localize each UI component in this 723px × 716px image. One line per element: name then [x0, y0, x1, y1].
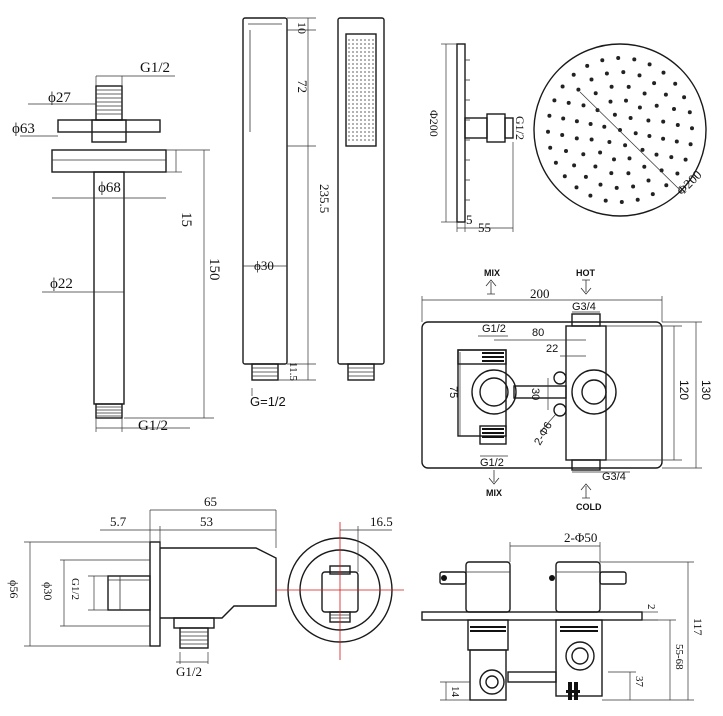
- valve-width: 200: [530, 286, 550, 301]
- valve-height-130: 130: [699, 380, 713, 400]
- ceiling-arm-plate-diameter: ϕ63: [12, 121, 35, 137]
- valve-side-handle-diameter: 2-Φ50: [564, 530, 597, 545]
- hand-shower-drawing: 10 72 235.5 ϕ30 11.5 G=1/2: [242, 17, 385, 409]
- hot-arrow-icon: [580, 279, 592, 295]
- wall-outlet-bottom-thread: G1/2: [176, 664, 202, 679]
- hand-shower-diameter: ϕ30: [254, 258, 274, 273]
- wall-outlet-side-thread: G1/2: [69, 578, 81, 600]
- valve-side-range: 55-68: [673, 644, 685, 670]
- wall-outlet-drawing: 65 5.7 53 ϕ56 ϕ30 G1/2 G1/2: [7, 494, 277, 679]
- valve-front-drawing: MIX HOT 200: [421, 268, 713, 512]
- shower-head-side-diameter: Φ200: [427, 110, 441, 137]
- valve-inlet-bottom: G1/2: [480, 457, 504, 469]
- mix-bottom-arrow-icon: [488, 470, 500, 485]
- valve-height-120: 120: [677, 380, 691, 400]
- wall-outlet-total-depth: 65: [204, 494, 217, 509]
- shower-head-thread: G1/2: [513, 116, 527, 140]
- hand-shower-thread: G=1/2: [250, 394, 286, 409]
- ceiling-arm-flange-length: 15: [178, 212, 194, 227]
- valve-side-drawing: 2-Φ50 2 117 55-68 37 14: [421, 530, 705, 701]
- valve-side-base: 14: [449, 686, 461, 698]
- valve-height-75: 75: [447, 386, 459, 398]
- valve-screw: 2-Φ6: [532, 420, 555, 447]
- wall-outlet-body-length: 53: [200, 514, 213, 529]
- valve-outlet-top: G3/4: [572, 301, 596, 313]
- valve-spacing-22: 22: [546, 343, 558, 355]
- ceiling-arm-total-length: 150: [206, 258, 222, 281]
- valve-outlet-bottom: G3/4: [602, 471, 626, 483]
- hand-shower-top-gap: 10: [295, 22, 309, 34]
- mix-top-arrow-icon: [485, 279, 497, 295]
- wall-outlet-plate-diameter: ϕ56: [7, 580, 21, 598]
- valve-spacing-80: 80: [532, 327, 544, 339]
- hot-label: HOT: [576, 268, 596, 278]
- hand-shower-total-length: 235.5: [317, 184, 332, 213]
- ceiling-arm-flange-diameter: ϕ68: [98, 180, 121, 196]
- shower-head-depth-a: 5: [466, 212, 473, 227]
- outlet-front-offset: 16.5: [370, 514, 393, 529]
- ceiling-arm-pipe-diameter: ϕ22: [50, 276, 73, 292]
- cold-label: COLD: [576, 502, 602, 512]
- valve-side-plate: 2: [645, 604, 657, 610]
- hand-shower-bottom-length: 11.5: [287, 362, 299, 381]
- valve-side-depth: 117: [691, 618, 705, 636]
- mix-bottom-label: MIX: [486, 488, 502, 498]
- wall-outlet-plate-thickness: 5.7: [110, 514, 127, 529]
- cold-arrow-icon: [580, 483, 592, 499]
- valve-height-30: 30: [529, 388, 541, 400]
- ceiling-arm-drawing: G1/2 ϕ27 ϕ63 ϕ68 15 150 ϕ22 G1/2: [12, 60, 222, 434]
- ceiling-arm-thread-top: G1/2: [140, 60, 170, 76]
- mix-top-label: MIX: [484, 268, 500, 278]
- hand-shower-head-length: 72: [295, 80, 310, 93]
- valve-side-low: 37: [633, 676, 645, 688]
- wall-outlet-body-diameter: ϕ30: [41, 582, 55, 600]
- shower-head-depth-b: 55: [478, 220, 491, 235]
- valve-inlet-left: G1/2: [482, 323, 506, 335]
- ceiling-arm-thread-bottom: G1/2: [138, 418, 168, 434]
- outlet-front-drawing: 16.5: [276, 514, 404, 660]
- ceiling-arm-nut-diameter: ϕ27: [48, 90, 71, 106]
- shower-head-drawing: Φ200 G1/2 5 55 Φ200: [427, 43, 707, 235]
